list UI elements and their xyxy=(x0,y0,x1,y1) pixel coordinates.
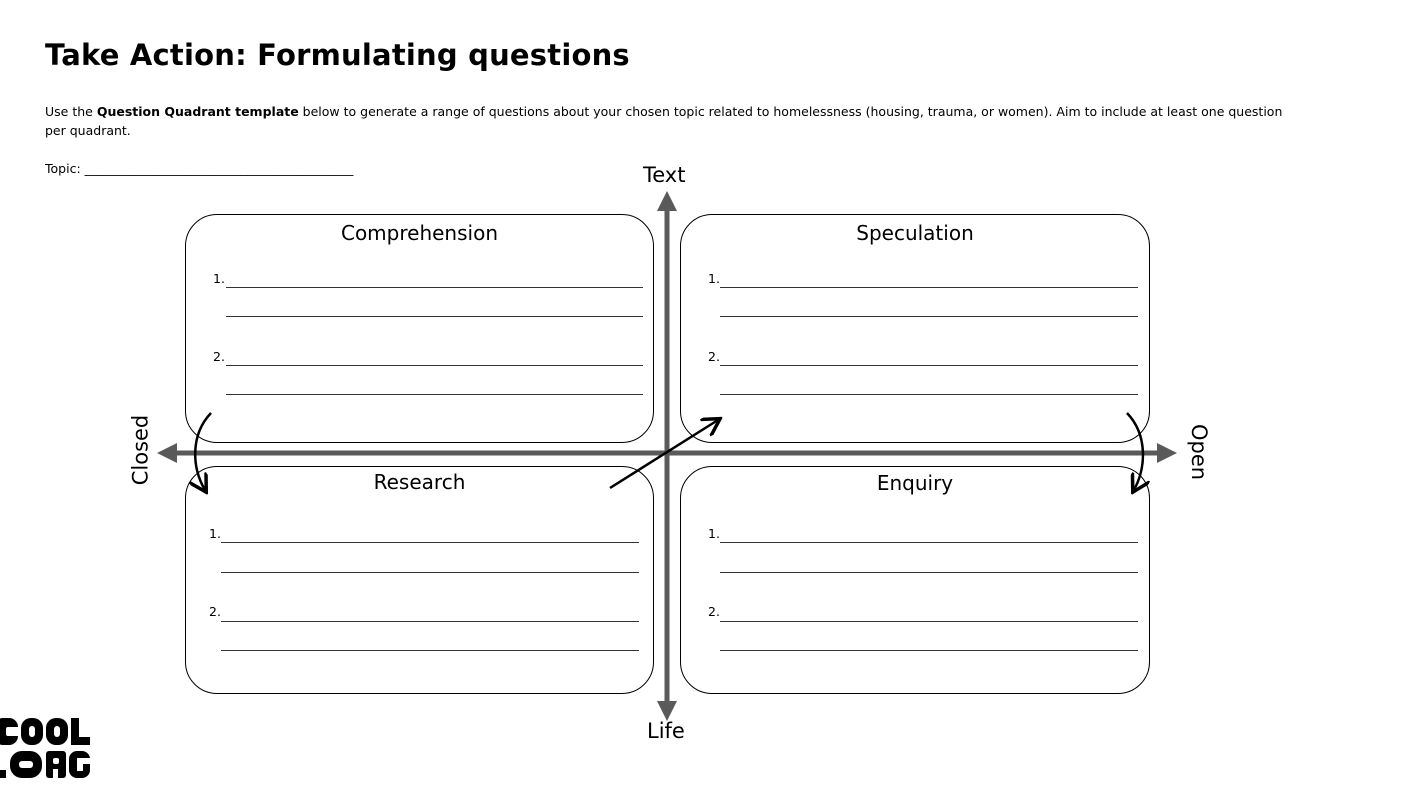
item-number: 1. xyxy=(209,526,221,541)
quadrant-title: Comprehension xyxy=(340,221,498,245)
intro-prefix: Use the xyxy=(45,104,97,119)
axis-label-closed: Closed xyxy=(128,414,153,486)
axis-label-text: Text xyxy=(643,163,686,187)
curved-arrow-left xyxy=(195,412,212,490)
item-number: 2. xyxy=(708,349,720,364)
answer-line[interactable] xyxy=(720,621,1138,622)
quadrant-title: Speculation xyxy=(856,221,974,245)
answer-line[interactable] xyxy=(221,650,639,651)
item-number: 2. xyxy=(213,349,225,364)
answer-line[interactable] xyxy=(720,287,1138,288)
curved-arrow-right xyxy=(1126,412,1143,490)
answer-line[interactable] xyxy=(720,542,1138,543)
item-number: 1. xyxy=(213,271,225,286)
item-number: 2. xyxy=(209,604,221,619)
answer-line[interactable] xyxy=(720,650,1138,651)
intro-bold: Question Quadrant template xyxy=(96,104,299,119)
axis-label-open: Open xyxy=(1187,423,1212,481)
answer-line[interactable] xyxy=(720,572,1138,573)
quadrant-enquiry: Enquiry 1. 2. xyxy=(680,466,1150,694)
quadrant-comprehension: Comprehension 1. 2. xyxy=(185,214,654,443)
answer-line[interactable] xyxy=(221,621,639,622)
answer-line[interactable] xyxy=(221,572,639,573)
answer-line[interactable] xyxy=(720,316,1138,317)
answer-line[interactable] xyxy=(221,542,639,543)
answer-line[interactable] xyxy=(720,365,1138,366)
answer-line[interactable] xyxy=(720,394,1138,395)
answer-line[interactable] xyxy=(226,287,643,288)
quadrant-speculation: Speculation 1. 2. xyxy=(680,214,1150,443)
logo-graphic xyxy=(0,718,91,778)
answer-line[interactable] xyxy=(226,365,643,366)
intro-suffix: below to generate a range of questions a… xyxy=(45,104,1283,138)
topic-field[interactable]: Topic: _________________________________… xyxy=(45,161,354,176)
item-number: 2. xyxy=(708,604,720,619)
instructions: Use the Question Quadrant template below… xyxy=(45,102,1305,140)
axis-label-life: Life xyxy=(647,719,685,743)
item-number: 1. xyxy=(708,526,720,541)
diagonal-arrow xyxy=(609,420,718,490)
answer-line[interactable] xyxy=(226,394,643,395)
quadrant-title: Enquiry xyxy=(876,471,954,495)
quadrant-research: Research 1. 2. xyxy=(185,466,654,694)
page-title: Take Action: Formulating questions xyxy=(45,38,630,72)
answer-line[interactable] xyxy=(226,316,643,317)
cool-org-logo xyxy=(0,714,95,780)
item-number: 1. xyxy=(708,271,720,286)
quadrant-title: Research xyxy=(373,470,466,494)
